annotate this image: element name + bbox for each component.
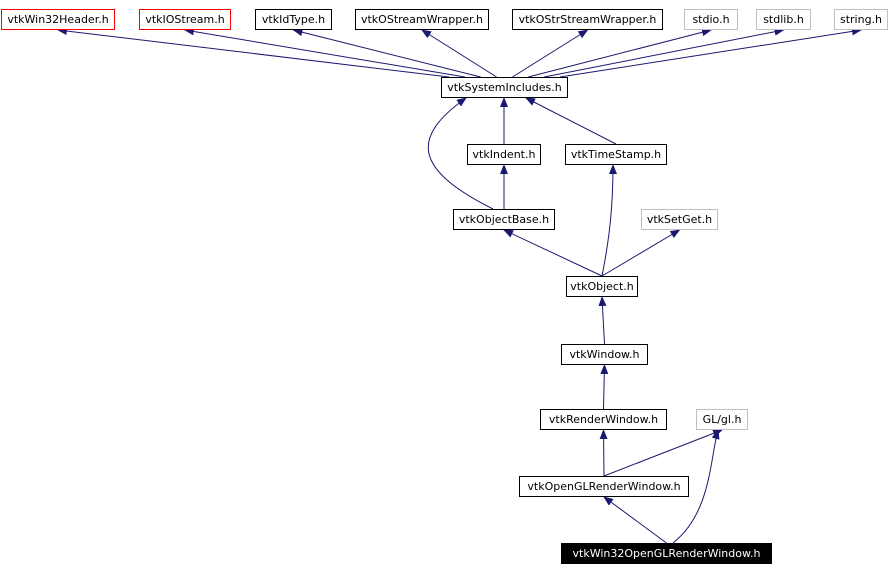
edge-win32openglrenderwindow-to-glh — [672, 429, 720, 544]
node-label: vtkWindow.h — [569, 348, 640, 361]
edge-systemincludes-to-iostream — [184, 27, 465, 78]
node-label: vtkTimeStamp.h — [570, 148, 662, 161]
node-string: string.h — [834, 9, 888, 30]
node-label: vtkOStreamWrapper.h — [360, 13, 483, 26]
edge-systemincludes-to-ostreamwrapper — [421, 29, 497, 78]
node-vtksystemincludes[interactable]: vtkSystemIncludes.h — [441, 77, 568, 98]
node-vtkobject[interactable]: vtkObject.h — [566, 276, 638, 297]
node-stdio: stdio.h — [684, 9, 738, 30]
edge-systemincludes-to-stdlib — [544, 27, 785, 78]
edge-systemincludes-to-ostrstreamwrapper — [512, 29, 589, 78]
node-label: vtkIOStream.h — [145, 13, 225, 26]
node-vtkiostream[interactable]: vtkIOStream.h — [139, 9, 231, 30]
node-label: vtkRenderWindow.h — [548, 413, 659, 426]
node-vtksetget: vtkSetGet.h — [641, 209, 718, 230]
node-label: vtkWin32OpenGLRenderWindow.h — [572, 547, 761, 560]
node-gl-gl: GL/gl.h — [696, 409, 748, 430]
edge-openglrenderwindow-to-glh — [603, 429, 723, 477]
node-vtkrenderwindow[interactable]: vtkRenderWindow.h — [540, 409, 667, 430]
node-label: string.h — [839, 13, 883, 26]
node-label: vtkSystemIncludes.h — [447, 81, 562, 94]
edge-window-to-object — [598, 296, 607, 345]
node-vtkostreamwrapper[interactable]: vtkOStreamWrapper.h — [355, 9, 489, 30]
node-label: stdlib.h — [763, 13, 804, 26]
node-vtkindent[interactable]: vtkIndent.h — [467, 144, 541, 165]
node-vtktimestamp[interactable]: vtkTimeStamp.h — [565, 144, 667, 165]
node-vtkostrstreamwrapper[interactable]: vtkOStrStreamWrapper.h — [512, 9, 663, 30]
node-label: vtkOpenGLRenderWindow.h — [527, 480, 681, 493]
node-label: vtkWin32Header.h — [7, 13, 109, 26]
edge-object-to-objectbase — [503, 229, 603, 277]
edge-openglrenderwindow-to-renderwindow — [599, 429, 608, 477]
edge-systemincludes-to-win32header — [57, 27, 450, 78]
edge-objectbase-to-systemincludes — [427, 97, 494, 210]
node-vtkidtype[interactable]: vtkIdType.h — [255, 9, 332, 30]
node-label: vtkObject.h — [570, 280, 634, 293]
node-label: vtkObjectBase.h — [458, 213, 550, 226]
node-vtkwin32openglrenderwindow: vtkWin32OpenGLRenderWindow.h — [561, 543, 772, 564]
node-vtkopenglrenderwindow[interactable]: vtkOpenGLRenderWindow.h — [519, 476, 689, 497]
node-stdlib: stdlib.h — [756, 9, 811, 30]
edge-win32openglrenderwindow-to-openglrenderwindow — [603, 496, 667, 544]
edge-systemincludes-to-idtype — [292, 28, 481, 78]
node-label: GL/gl.h — [702, 413, 742, 426]
node-label: vtkOStrStreamWrapper.h — [518, 13, 657, 26]
node-label: vtkSetGet.h — [646, 213, 713, 226]
edge-timestamp-to-systemincludes — [525, 97, 617, 145]
node-vtkwindow[interactable]: vtkWindow.h — [561, 344, 648, 365]
edge-systemincludes-to-string — [559, 27, 862, 78]
edge-object-to-timestamp — [601, 164, 617, 277]
node-vtkwin32header[interactable]: vtkWin32Header.h — [1, 9, 115, 30]
node-label: stdio.h — [692, 13, 730, 26]
node-label: vtkIndent.h — [472, 148, 536, 161]
edge-renderwindow-to-window — [600, 364, 609, 410]
node-vtkobjectbase[interactable]: vtkObjectBase.h — [453, 209, 555, 230]
edge-object-to-setget — [601, 229, 681, 277]
node-label: vtkIdType.h — [261, 13, 326, 26]
edge-systemincludes-to-stdio — [528, 28, 712, 78]
